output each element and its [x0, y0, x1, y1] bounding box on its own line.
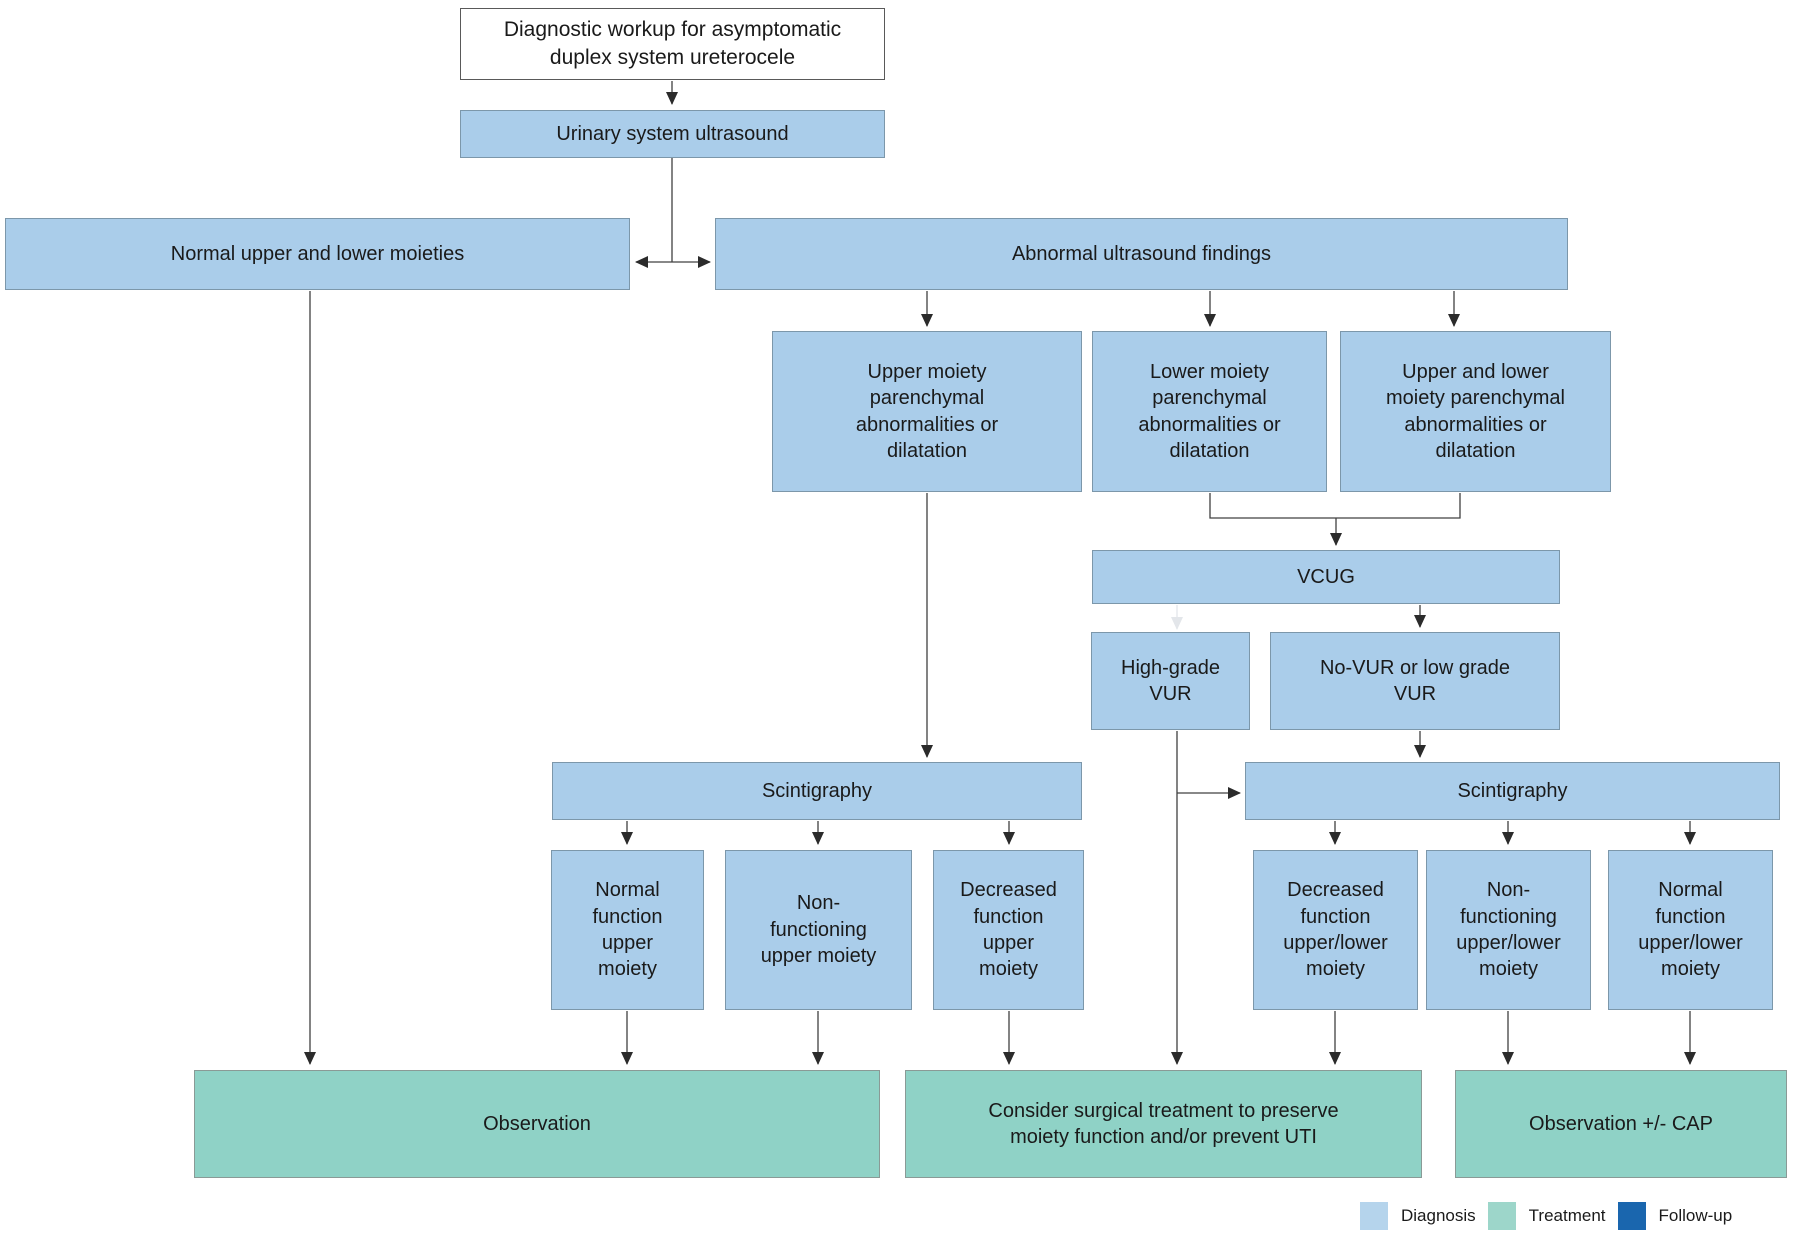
diagnosis-swatch-icon: [1360, 1202, 1388, 1230]
node-urinary-ultrasound: Urinary system ultrasound: [460, 110, 885, 158]
legend-item-treatment: Treatment: [1487, 1202, 1606, 1230]
followup-swatch-icon: [1617, 1202, 1646, 1230]
node-observation: Observation: [194, 1070, 880, 1178]
node-upper-moiety: Upper moiety parenchymal abnormalities o…: [772, 331, 1082, 492]
node-scintigraphy-right: Scintigraphy: [1245, 762, 1780, 820]
node-vcug: VCUG: [1092, 550, 1560, 604]
node-observation-cap: Observation +/- CAP: [1455, 1070, 1787, 1178]
node-upper-lower-moiety: Upper and lower moiety parenchymal abnor…: [1340, 331, 1611, 492]
node-nonfunctioning-upper: Non- functioning upper moiety: [725, 850, 912, 1010]
node-decreased-function-ul: Decreased function upper/lower moiety: [1253, 850, 1418, 1010]
line-merge-vcug: [1209, 493, 1461, 519]
node-abnormal-findings: Abnormal ultrasound findings: [715, 218, 1568, 290]
legend-item-diagnosis: Diagnosis: [1360, 1202, 1476, 1230]
node-normal-function-ul: Normal function upper/lower moiety: [1608, 850, 1773, 1010]
legend: Diagnosis Treatment Follow-up: [1360, 1198, 1790, 1234]
node-lower-moiety: Lower moiety parenchymal abnormalities o…: [1092, 331, 1327, 492]
node-surgical-treatment: Consider surgical treatment to preserve …: [905, 1070, 1422, 1178]
node-title: Diagnostic workup for asymptomatic duple…: [460, 8, 885, 80]
node-scintigraphy-left: Scintigraphy: [552, 762, 1082, 820]
node-normal-function-upper: Normal function upper moiety: [551, 850, 704, 1010]
treatment-swatch-icon: [1487, 1202, 1516, 1230]
legend-label-diagnosis: Diagnosis: [1401, 1206, 1476, 1225]
legend-label-treatment: Treatment: [1528, 1206, 1606, 1225]
legend-item-followup: Follow-up: [1617, 1202, 1733, 1230]
node-high-grade-vur: High-grade VUR: [1091, 632, 1250, 730]
node-nonfunctioning-ul: Non- functioning upper/lower moiety: [1426, 850, 1591, 1010]
node-no-vur: No-VUR or low grade VUR: [1270, 632, 1560, 730]
legend-label-followup: Follow-up: [1658, 1206, 1733, 1225]
node-decreased-function-upper: Decreased function upper moiety: [933, 850, 1084, 1010]
node-normal-moieties: Normal upper and lower moieties: [5, 218, 630, 290]
